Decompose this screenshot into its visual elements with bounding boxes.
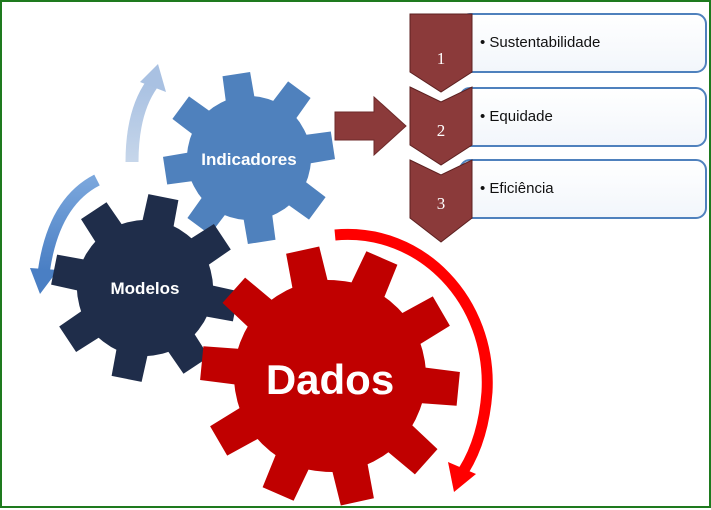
list-number-2: 2 xyxy=(437,121,446,140)
gear-indicadores xyxy=(163,72,335,244)
gear-modelos xyxy=(51,194,239,382)
gear-dados xyxy=(200,246,460,506)
gear-label-dados: Dados xyxy=(266,356,394,403)
chevron-2-icon xyxy=(409,86,473,166)
list-number-3: 3 xyxy=(437,194,446,213)
cycle-arrow-red-icon xyxy=(334,228,493,492)
list-text-3: • Eficiência xyxy=(480,180,554,197)
gear-modelos-shape xyxy=(51,194,239,382)
list-text-2: • Equidade xyxy=(480,108,553,125)
chevron-3-icon xyxy=(409,159,473,243)
gear-indicadores-shape xyxy=(163,72,335,244)
arrow-right-icon xyxy=(334,95,407,157)
gear-label-modelos: Modelos xyxy=(111,279,180,298)
gear-label-indicadores: Indicadores xyxy=(201,150,296,169)
cycle-arrow-up-icon xyxy=(125,64,166,163)
list-number-1: 1 xyxy=(437,49,446,68)
chevron-1-icon xyxy=(409,13,473,93)
gear-dados-shape xyxy=(200,246,460,506)
list-item-2: 2 • Equidade xyxy=(409,86,707,166)
list-text-1: • Sustentabilidade xyxy=(480,34,600,51)
list-item-1: 1 • Sustentabilidade xyxy=(409,13,707,93)
cycle-arrow-left-icon xyxy=(30,174,100,294)
list-item-3: 3 • Eficiência xyxy=(409,159,707,243)
